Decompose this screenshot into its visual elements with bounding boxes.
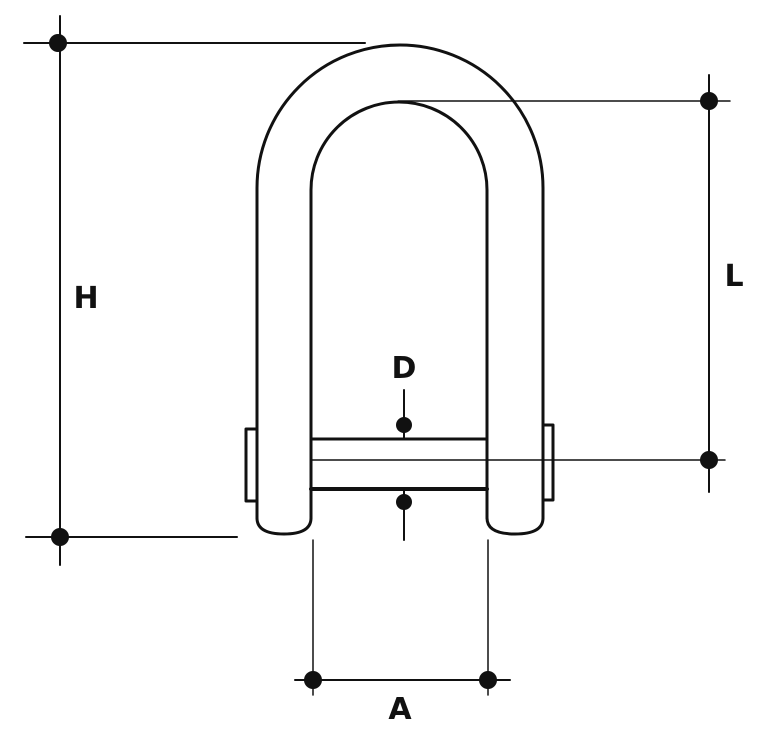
pin-right-lug [541, 423, 555, 502]
h-top-dot [49, 34, 67, 52]
h-dimension-label: H [73, 281, 98, 316]
shackle-left-leg-end [255, 516, 313, 536]
l-bottom-dot [700, 451, 718, 469]
l-dimension-label: L [724, 259, 743, 294]
d-dimension-label: D [392, 351, 417, 386]
pin-left-lug [244, 427, 259, 503]
d-bottom-dot [396, 494, 412, 510]
l-top-dot [700, 92, 718, 110]
a-left-dot [304, 671, 322, 689]
shackle-inner-outline [309, 100, 489, 520]
a-right-dot [479, 671, 497, 689]
shackle-outer-outline [255, 43, 545, 520]
shackle-right-leg-end [485, 516, 545, 536]
a-dimension-label: A [388, 692, 412, 727]
d-top-dot [396, 417, 412, 433]
h-bottom-dot [51, 528, 69, 546]
